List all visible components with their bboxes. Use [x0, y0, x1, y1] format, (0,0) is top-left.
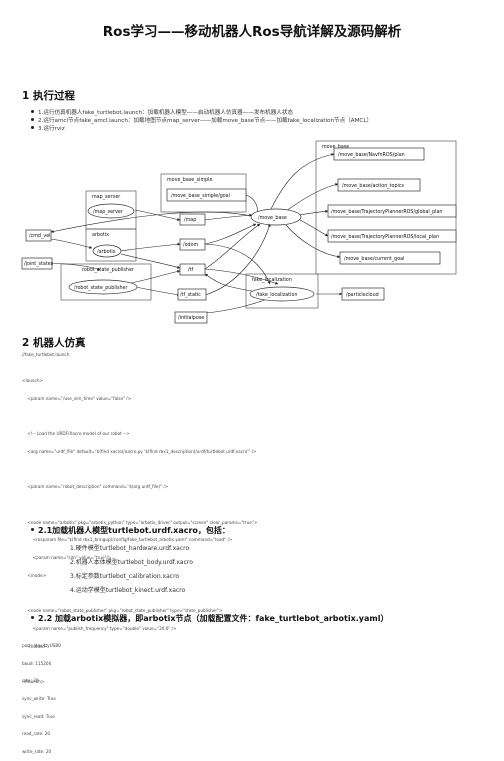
cluster-robot-state-publisher: robot_state_publisher [60, 263, 152, 301]
node-map-server: /map_server [87, 203, 135, 219]
diagram-edges [50, 153, 343, 314]
node-tf: /tf [179, 263, 206, 276]
svg-text:/joint_states: /joint_states [24, 261, 54, 267]
svg-text:/move_base/action_topics: /move_base/action_topics [342, 183, 404, 189]
launch-code-block: <launch> <param name="/use_sim_time" val… [22, 366, 257, 691]
svg-text:/move_base/current_goal: /move_base/current_goal [344, 256, 404, 262]
node-arbotix: /arbotix [92, 244, 122, 258]
code-line: <rosparam file="$(find rbx1_bringup)/con… [22, 537, 233, 543]
node-simple-goal: /move_base_simple/goal [166, 188, 247, 202]
svg-text:/move_base: /move_base [258, 215, 287, 221]
code-line: </node> [22, 643, 47, 649]
code-line: <param name="publish_frequency" type="do… [22, 625, 177, 631]
cluster-map-server-label: map_server [92, 194, 120, 200]
node-joint-states: /joint_states [21, 257, 54, 270]
node-map: /map [179, 213, 206, 226]
node-initialpose: /initialpose [174, 311, 208, 324]
svg-text:/initialpose: /initialpose [178, 315, 204, 321]
item-2-1: 2.1加载机器人模型turtlebot.urdf.xacro，包括： [31, 526, 230, 535]
node-odom: /odom [179, 238, 206, 251]
svg-text:/particlecloud: /particlecloud [346, 292, 379, 298]
sub-item-3: 3.标定参数turtlebot_calibration.xacro [70, 573, 180, 580]
cluster-move-base-simple-label: move_base_simple [167, 177, 213, 183]
svg-text:/map_server: /map_server [93, 209, 123, 215]
yaml-line: write_rate: 20 [22, 749, 52, 755]
node-navfn-plan: /move_base/NavfnROS/plan [333, 147, 425, 161]
launch-filename: //fake_turtlebot.launch [22, 352, 70, 357]
step-1: 1.运行仿真机器人fake_turtlebot.launch：加载机器人模型——… [30, 110, 294, 116]
svg-text:/robot_state_publisher: /robot_state_publisher [74, 285, 128, 291]
svg-text:/fake_localization: /fake_localization [256, 292, 297, 298]
yaml-code-block: port: /dev/ttyUSB0 baud: 115200 rate: 20… [22, 631, 61, 761]
code-line: <node name="arbotix" pkg="arbotix_python… [22, 519, 258, 525]
sub-item-1: 1.硬件模型turtlebot_hardware.urdf.xacro [70, 545, 190, 552]
svg-text:/tf: /tf [188, 267, 193, 273]
node-action-topics: /move_base/action_topics [337, 178, 421, 192]
cluster-fake-localization-label: fake_localization [252, 277, 292, 283]
sub-item-4: 4.运动学模型turtlebot_kinect.urdf.xacro [70, 587, 186, 594]
cluster-fake-localization: fake_localization [245, 273, 319, 309]
code-line: ​ [22, 413, 257, 419]
cluster-robot-state-publisher-label: robot_state_publisher [82, 267, 134, 273]
yaml-line: sync_write: True [22, 695, 56, 701]
code-line: <param name="sim" value="true"/> [22, 555, 112, 560]
node-local-plan: /move_base/TrajectoryPlannerROS/local_pl… [327, 229, 457, 243]
svg-text:/move_base/NavfnROS/plan: /move_base/NavfnROS/plan [338, 152, 405, 158]
svg-text:/cmd_vel: /cmd_vel [29, 233, 51, 239]
yaml-line: sync_read: True [22, 713, 55, 719]
node-particlecloud: /particlecloud [341, 287, 385, 301]
cluster-move-base-label: move_base [322, 144, 349, 150]
code-line: </launch> [22, 679, 45, 685]
step-3: 3.运行rviz [31, 126, 65, 132]
svg-text:/move_base/TrajectoryPlannerRO: /move_base/TrajectoryPlannerROS/global_p… [331, 209, 442, 215]
code-line: <!-- Load the URDF/Xacro model of our ro… [22, 430, 130, 436]
sub-item-2: 2.机器人本体模型turtlebot_body.urdf.xacro [70, 559, 193, 566]
section2-heading: 2 机器人仿真 [22, 337, 86, 349]
svg-text:/move_base_simple/goal: /move_base_simple/goal [171, 193, 230, 199]
svg-text:/map: /map [184, 217, 196, 223]
code-line: ​ [22, 466, 257, 472]
yaml-line: baud: 115200 [22, 660, 52, 666]
step-2: 2.运行amcl节点fake_amcl.launch：加载地图节点map_ser… [30, 118, 373, 124]
code-line: <arg name="urdf_file" default="$(find xa… [22, 448, 257, 454]
cluster-arbotix: arbotix [85, 228, 137, 262]
item-2-2: 2.2 加载arbotix模拟器，即arbotix节点（加载配置文件：fake_… [30, 614, 389, 623]
svg-text:/odom: /odom [183, 242, 199, 248]
yaml-line: read_rate: 20 [22, 731, 51, 737]
node-fake-localization: /fake_localization [249, 286, 315, 302]
yaml-line: rate: 20 [22, 678, 39, 684]
node-cmd-vel: /cmd_vel [25, 229, 52, 242]
svg-text:/arbotix: /arbotix [97, 249, 116, 255]
code-line: <node name="robot_state_publisher" pkg="… [22, 608, 223, 614]
section1-heading: 1 执行过程 [22, 90, 75, 102]
code-line: </node> [22, 572, 47, 578]
svg-text:/move_base/TrajectoryPlannerRO: /move_base/TrajectoryPlannerROS/local_pl… [331, 234, 439, 240]
node-tf-static: /tf_static [177, 288, 207, 301]
cluster-arbotix-label: arbotix [92, 232, 109, 238]
code-line: <param name="robot_description" command=… [22, 484, 169, 490]
code-line: <launch> [22, 377, 44, 383]
ros-graph-diagram: move_base move_base_simple map_server ar… [21, 140, 457, 324]
yaml-line: port: /dev/ttyUSB0 [22, 642, 61, 648]
page-title: Ros学习——移动机器人Ros导航详解及源码解析 [102, 24, 402, 40]
node-global-plan: /move_base/TrajectoryPlannerROS/global_p… [327, 204, 457, 218]
node-robot-state-publisher: /robot_state_publisher [68, 279, 138, 295]
code-line: ​ [22, 502, 257, 508]
code-line: <param name="/use_sim_time" value="false… [22, 395, 132, 401]
node-current-goal: /move_base/current_goal [339, 251, 441, 265]
node-move-base: /move_base [250, 208, 302, 226]
svg-text:/tf_static: /tf_static [180, 292, 201, 298]
